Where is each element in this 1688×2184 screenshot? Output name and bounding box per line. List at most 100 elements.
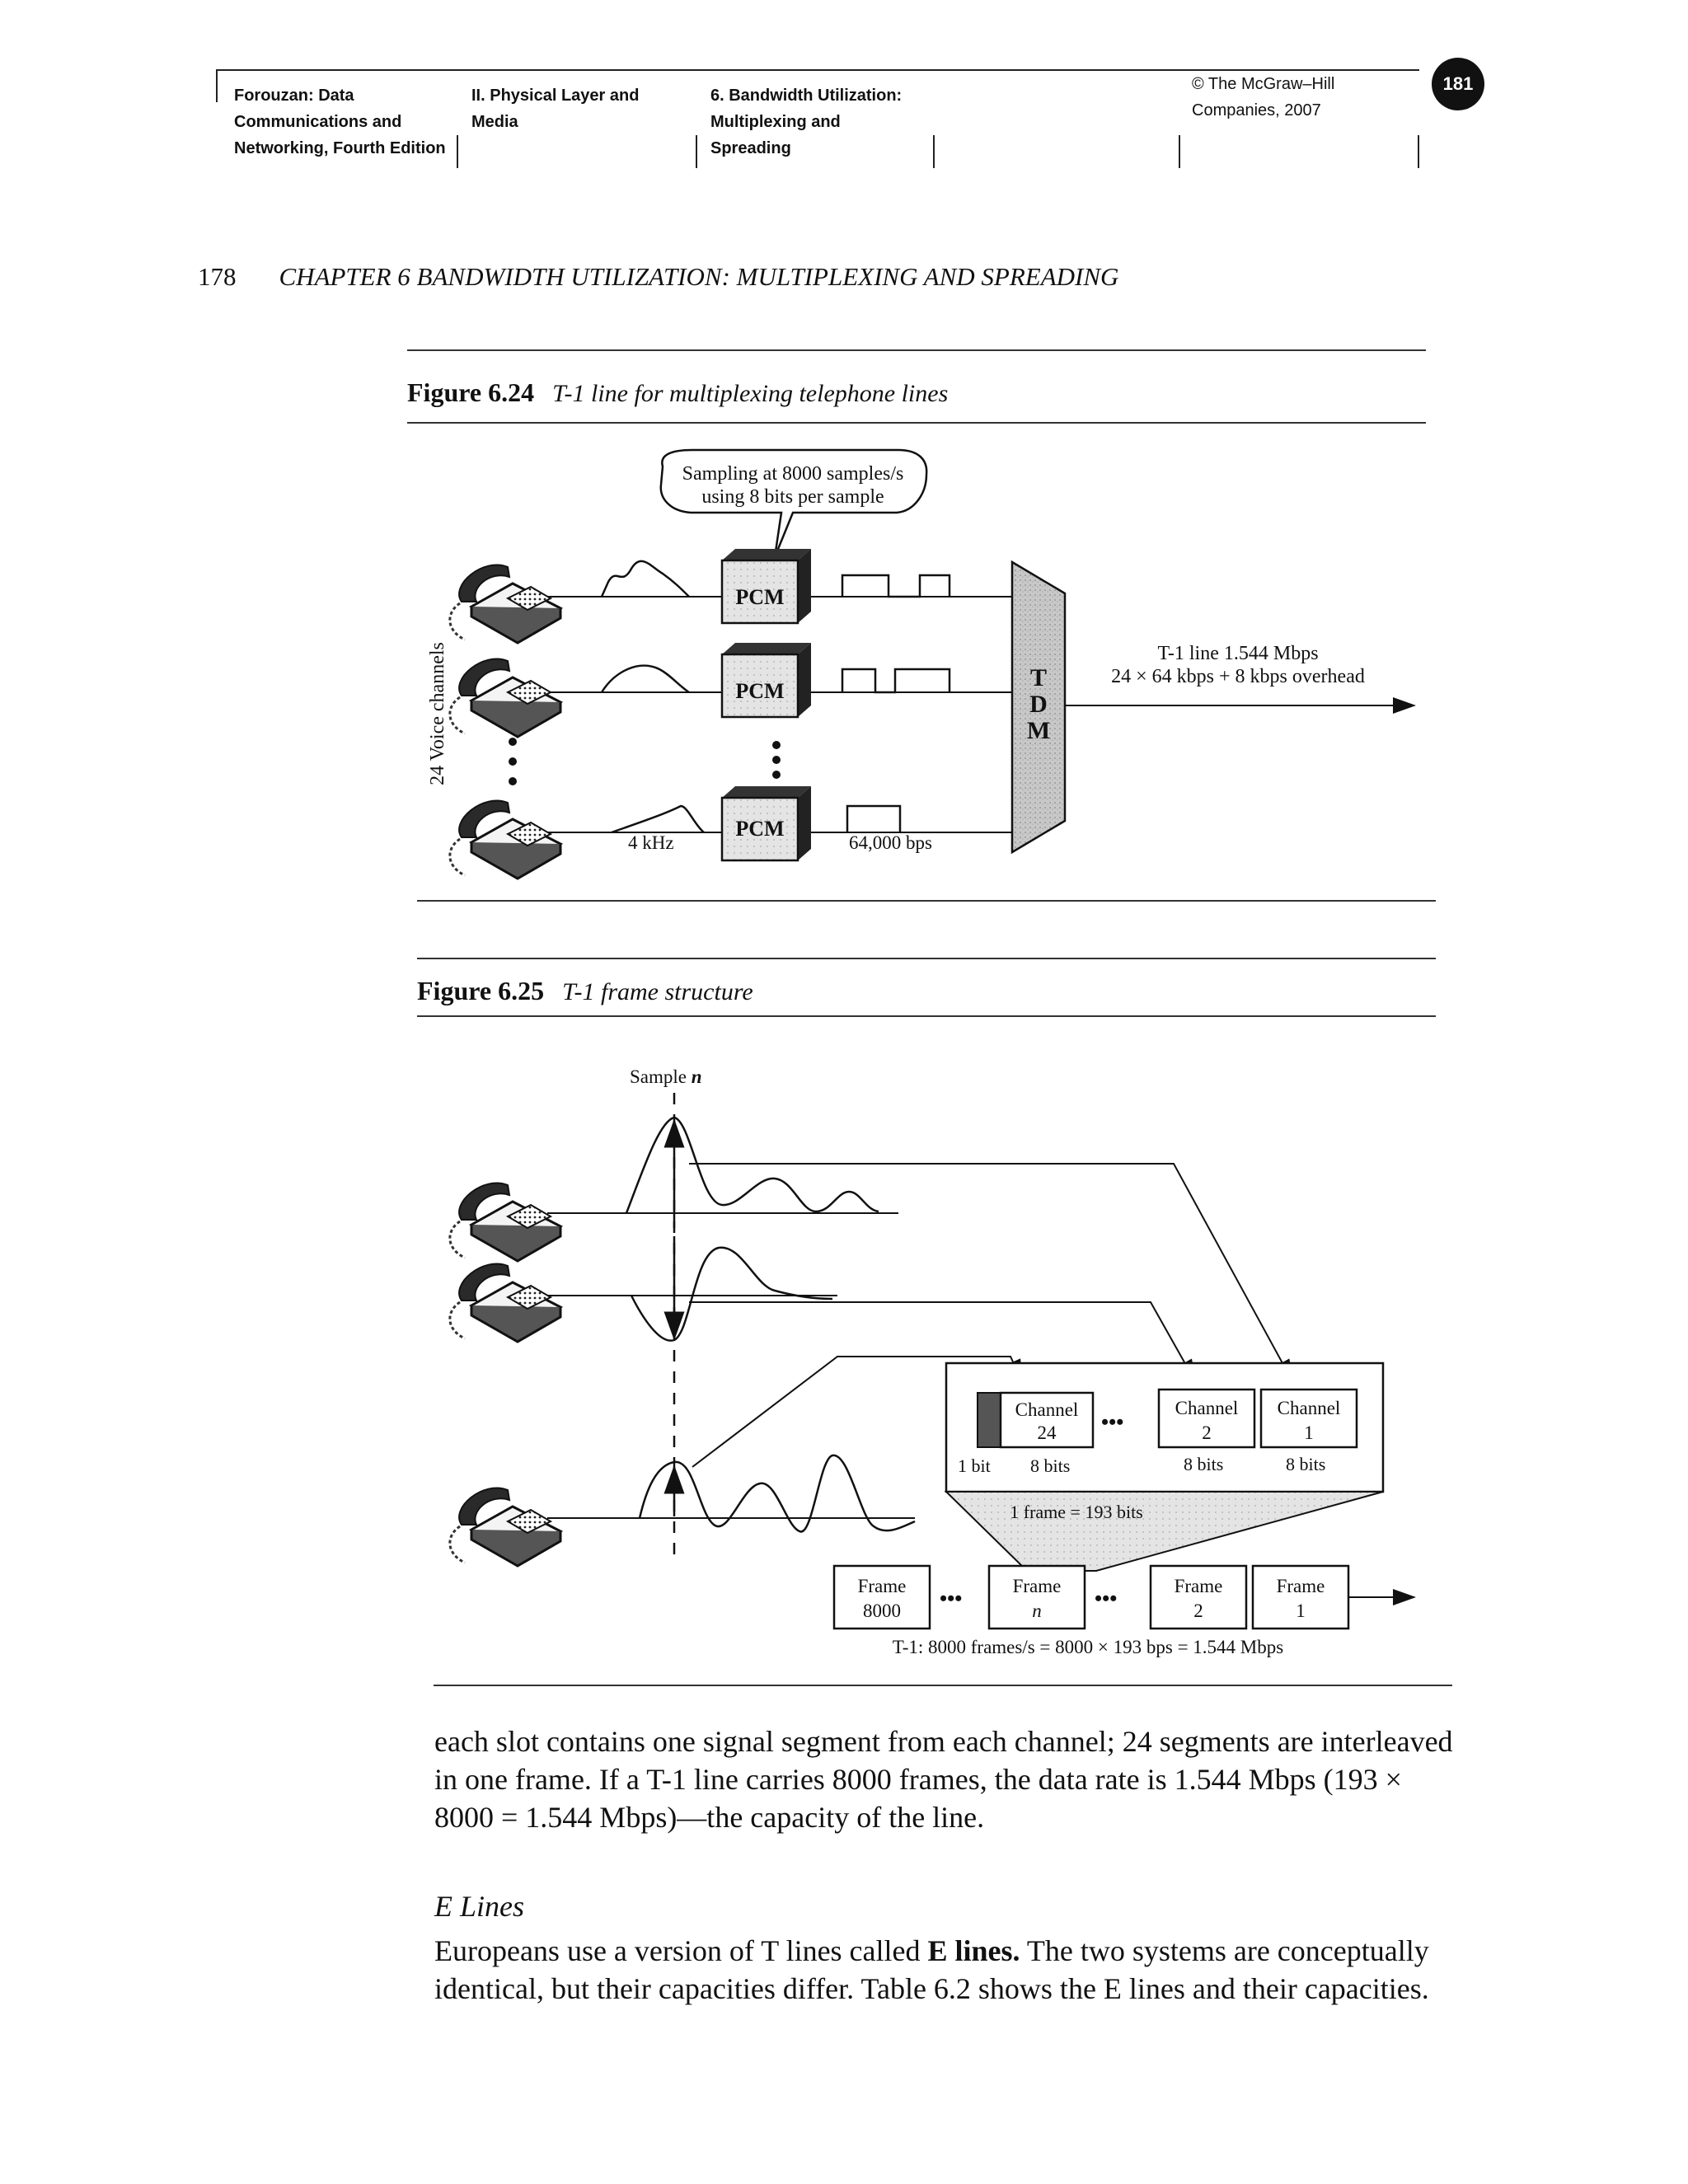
sample-label: Sample n bbox=[630, 1066, 702, 1087]
telephone-icon bbox=[448, 1262, 562, 1343]
tdm-multiplexer: T D M bbox=[1010, 560, 1067, 855]
digital-rate-label: 64,000 bps bbox=[849, 832, 932, 853]
framing-bit bbox=[977, 1392, 1001, 1448]
svg-text:Frame: Frame bbox=[858, 1576, 907, 1596]
svg-text:2: 2 bbox=[1202, 1422, 1212, 1443]
body-paragraph: each slot contains one signal segment fr… bbox=[434, 1725, 1453, 1834]
frame-1: Frame 1 bbox=[1251, 1564, 1350, 1630]
digital-signal bbox=[841, 668, 951, 694]
frame-2: Frame 2 bbox=[1149, 1564, 1248, 1630]
running-head: 178 CHAPTER 6 BANDWIDTH UTILIZATION: MULT… bbox=[198, 262, 1118, 292]
header-divider bbox=[933, 135, 935, 168]
figure-rule bbox=[417, 900, 1436, 902]
ellipsis-icon bbox=[509, 738, 517, 785]
digital-signal bbox=[846, 804, 902, 832]
ellipsis-icon: ••• bbox=[1095, 1586, 1117, 1610]
ellipsis-icon bbox=[772, 741, 781, 779]
header-publisher: © The McGraw–Hill Companies, 2007 bbox=[1192, 75, 1335, 120]
channel-2-route bbox=[689, 1301, 1196, 1383]
svg-text:PCM: PCM bbox=[735, 585, 784, 609]
figure-rule bbox=[417, 1015, 1436, 1017]
svg-text:24: 24 bbox=[1038, 1422, 1057, 1443]
telephone-icon bbox=[448, 563, 562, 644]
header-divider bbox=[1179, 135, 1180, 168]
figure-6-24-diagram: Sampling at 8000 samples/s using 8 bits … bbox=[427, 448, 1416, 880]
figure-6-25-diagram: Sample n Channel 24 bbox=[448, 1066, 1416, 1657]
t1-formula: T-1: 8000 frames/s = 8000 × 193 bps = 1.… bbox=[893, 1637, 1283, 1657]
figure-number: Figure 6.25 bbox=[417, 976, 545, 1005]
page-number: 178 bbox=[198, 262, 237, 291]
page-number-badge: 181 bbox=[1432, 58, 1484, 110]
section-heading: E Lines bbox=[434, 1890, 525, 1923]
figure-6-25-title: Figure 6.25 T-1 frame structure bbox=[417, 976, 753, 1006]
analog-bandwidth-label: 4 kHz bbox=[628, 832, 674, 853]
ellipsis-icon: ••• bbox=[940, 1586, 962, 1610]
svg-text:Frame: Frame bbox=[1277, 1576, 1325, 1596]
svg-text:8000: 8000 bbox=[863, 1601, 901, 1621]
t1-rate-label: T-1 line 1.544 Mbps bbox=[1157, 643, 1318, 664]
framing-bit-label: 1 bit bbox=[958, 1455, 991, 1476]
analog-signal bbox=[630, 1246, 833, 1342]
analog-signal bbox=[600, 560, 690, 598]
figure-caption: T-1 frame structure bbox=[562, 978, 753, 1005]
analog-signal bbox=[611, 804, 705, 834]
digital-signal bbox=[841, 574, 951, 598]
svg-text:2: 2 bbox=[1193, 1601, 1203, 1621]
pcm-box: PCM bbox=[720, 549, 811, 625]
channel-1-slot: Channel 1 bbox=[1259, 1388, 1358, 1449]
slot-size-label: 8 bits bbox=[1286, 1454, 1325, 1474]
header-book: Forouzan: Data Communications and Networ… bbox=[234, 87, 446, 157]
ellipsis-icon: ••• bbox=[1101, 1410, 1123, 1434]
slot-size-label: 8 bits bbox=[1030, 1455, 1070, 1476]
figure-rule bbox=[407, 349, 1426, 351]
book-header: Forouzan: Data Communications and Networ… bbox=[216, 68, 1419, 168]
telephone-icon bbox=[448, 1486, 562, 1568]
analog-signal bbox=[638, 1454, 916, 1533]
frame-8000: Frame 8000 bbox=[832, 1564, 931, 1630]
frame-structure: Channel 24 ••• Channel 2 Channel 1 1 bit… bbox=[945, 1361, 1385, 1493]
figure-rule bbox=[407, 422, 1426, 424]
voice-channels-label: 24 Voice channels bbox=[427, 642, 448, 785]
analog-signal bbox=[625, 1116, 879, 1214]
svg-text:Channel: Channel bbox=[1175, 1398, 1239, 1418]
header-chapter: 6. Bandwidth Utilization: Multiplexing a… bbox=[710, 87, 903, 157]
figure-rule bbox=[434, 1685, 1452, 1686]
header-divider bbox=[696, 135, 697, 168]
svg-text:1: 1 bbox=[1304, 1422, 1314, 1443]
figure-number: Figure 6.24 bbox=[407, 377, 535, 407]
svg-text:Frame: Frame bbox=[1175, 1576, 1223, 1596]
chapter-title: CHAPTER 6 BANDWIDTH UTILIZATION: MULTIPL… bbox=[279, 262, 1119, 291]
channel-2-slot: Channel 2 bbox=[1157, 1388, 1256, 1449]
frame-size-label: 1 frame = 193 bits bbox=[1010, 1502, 1143, 1522]
figure-caption: T-1 line for multiplexing telephone line… bbox=[552, 380, 949, 407]
header-divider bbox=[457, 135, 458, 168]
figure-6-24-title: Figure 6.24 T-1 line for multiplexing tel… bbox=[407, 377, 948, 408]
t1-overhead-label: 24 × 64 kbps + 8 kbps overhead bbox=[1111, 666, 1365, 687]
svg-text:Frame: Frame bbox=[1013, 1576, 1062, 1596]
svg-text:1: 1 bbox=[1296, 1601, 1306, 1621]
svg-text:D: D bbox=[1029, 691, 1048, 718]
callout-line-1: Sampling at 8000 samples/s bbox=[682, 463, 904, 485]
svg-text:M: M bbox=[1027, 717, 1050, 744]
svg-text:Channel: Channel bbox=[1278, 1398, 1341, 1418]
pcm-box: PCM bbox=[720, 643, 811, 719]
telephone-icon bbox=[448, 1181, 562, 1263]
frame-n: Frame n bbox=[987, 1564, 1086, 1630]
header-divider bbox=[1418, 135, 1419, 168]
sampling-callout: Sampling at 8000 samples/s using 8 bits … bbox=[659, 448, 928, 558]
svg-text:n: n bbox=[1032, 1601, 1042, 1621]
body-paragraph: Europeans use a version of T lines calle… bbox=[434, 1934, 1429, 2005]
channel-1-route bbox=[689, 1163, 1293, 1383]
pcm-box: PCM bbox=[720, 786, 811, 862]
svg-text:PCM: PCM bbox=[735, 679, 784, 703]
svg-text:T: T bbox=[1030, 664, 1047, 691]
channel-24-slot: Channel 24 bbox=[999, 1391, 1095, 1449]
svg-text:Channel: Channel bbox=[1015, 1399, 1079, 1420]
header-rule bbox=[216, 69, 1419, 71]
figure-rule bbox=[417, 958, 1436, 959]
frame-zoom-funnel bbox=[944, 1491, 1384, 1572]
slot-size-label: 8 bits bbox=[1184, 1454, 1223, 1474]
svg-text:PCM: PCM bbox=[735, 817, 784, 841]
telephone-icon bbox=[448, 799, 562, 880]
